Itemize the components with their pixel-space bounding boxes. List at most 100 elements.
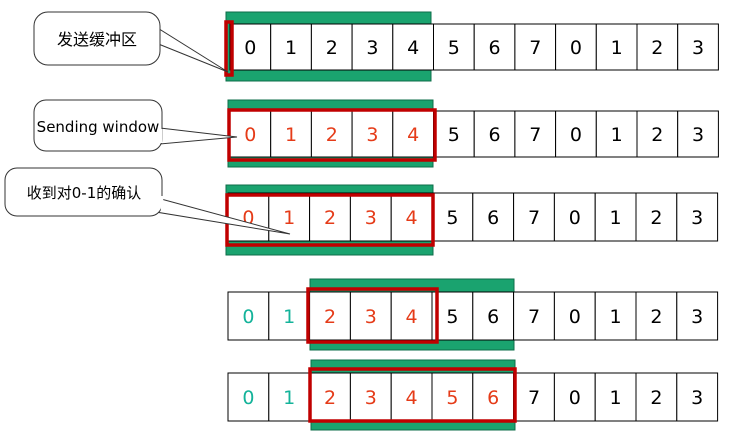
sequence-number: 4 xyxy=(406,306,418,328)
callout-window-label: Sending window xyxy=(37,118,160,136)
sequence-cell xyxy=(677,110,719,158)
sequence-cell xyxy=(229,23,272,71)
sequence-cell xyxy=(553,372,596,422)
sequence-number: 1 xyxy=(285,37,297,59)
sequence-number: 6 xyxy=(487,306,499,328)
sequence-number: 2 xyxy=(326,124,338,146)
callout-window-pointer xyxy=(159,127,238,145)
sequence-cell xyxy=(472,291,515,341)
sequence-number: 1 xyxy=(285,124,297,146)
sequence-cell xyxy=(513,192,555,242)
sequence-number: 6 xyxy=(489,124,501,146)
sequence-number: 4 xyxy=(407,37,419,59)
callout-buffer-label: 发送缓冲区 xyxy=(57,30,137,49)
sequence-cell xyxy=(433,23,475,71)
callout-window-box xyxy=(33,99,163,152)
sequence-cell xyxy=(227,372,270,422)
sequence-cell xyxy=(390,372,433,422)
sequence-cell xyxy=(513,372,555,422)
sequence-cell xyxy=(431,291,474,341)
sequence-number: 0 xyxy=(242,387,254,409)
sending-window-frame xyxy=(306,287,439,344)
sequence-cell xyxy=(431,192,474,242)
sequence-number: 5 xyxy=(446,306,458,328)
sequence-number: 2 xyxy=(324,387,336,409)
sequence-number: 4 xyxy=(407,124,419,146)
sequence-cell xyxy=(513,291,555,341)
sequence-number: 3 xyxy=(365,306,377,328)
sequence-number: 1 xyxy=(283,306,295,328)
sequence-cell xyxy=(676,192,719,242)
sequence-cell xyxy=(472,192,515,242)
sequence-number: 7 xyxy=(528,207,540,229)
sequence-cell xyxy=(473,110,516,158)
sequence-number: 5 xyxy=(448,37,460,59)
sequence-cell xyxy=(227,291,270,341)
sequence-number: 6 xyxy=(487,207,499,229)
sequence-number: 7 xyxy=(529,124,541,146)
callout-buffer-pointer xyxy=(150,26,229,73)
sequence-number: 2 xyxy=(324,207,336,229)
sequence-cell xyxy=(594,372,637,422)
sequence-number: 3 xyxy=(691,387,703,409)
sequence-number: 1 xyxy=(610,387,622,409)
sequence-number: 1 xyxy=(610,207,622,229)
sending-window-frame xyxy=(308,367,517,423)
sequence-number: 7 xyxy=(529,37,541,59)
sequence-cell xyxy=(555,110,597,158)
sequence-number: 0 xyxy=(242,306,254,328)
callout-ack-label: 收到对0-1的确认 xyxy=(27,184,142,202)
sequence-number: 6 xyxy=(487,387,499,409)
sequence-number: 3 xyxy=(365,207,377,229)
sequence-number: 0 xyxy=(570,37,582,59)
sequence-number: 3 xyxy=(366,124,378,146)
sending-window-frame xyxy=(224,20,234,77)
sequence-number: 0 xyxy=(570,124,582,146)
sequence-number: 0 xyxy=(569,387,581,409)
sequence-cell xyxy=(676,291,719,341)
sequence-cell xyxy=(594,291,637,341)
sequence-cell xyxy=(677,23,719,71)
sequence-cell xyxy=(351,110,394,158)
sequence-number: 3 xyxy=(692,124,704,146)
sequence-cell xyxy=(555,23,597,71)
sequence-number: 1 xyxy=(283,387,295,409)
sequence-cell xyxy=(594,192,637,242)
callout-buffer-box xyxy=(33,11,161,66)
sequence-number: 4 xyxy=(406,387,418,409)
sequence-number: 1 xyxy=(610,306,622,328)
sequence-cell xyxy=(392,23,434,71)
sequence-number: 2 xyxy=(326,37,338,59)
sequence-cell xyxy=(473,23,516,71)
sequence-cell xyxy=(676,372,719,422)
sequence-cell xyxy=(309,372,351,422)
sequence-number: 3 xyxy=(691,207,703,229)
sequence-number: 0 xyxy=(244,124,256,146)
sequence-cell xyxy=(392,110,434,158)
sequence-number: 5 xyxy=(446,387,458,409)
sequence-number: 1 xyxy=(611,124,623,146)
sequence-cell xyxy=(351,23,394,71)
sequence-cell xyxy=(433,110,475,158)
sequence-cell xyxy=(270,23,312,71)
sequence-number: 1 xyxy=(283,207,295,229)
sequence-cell xyxy=(229,110,272,158)
sequence-number: 5 xyxy=(446,207,458,229)
sequence-cell xyxy=(431,372,474,422)
sequence-number: 4 xyxy=(406,207,418,229)
sequence-cell xyxy=(635,192,678,242)
sequence-cell xyxy=(514,23,557,71)
sequence-cell xyxy=(309,192,351,242)
sequence-number: 5 xyxy=(448,124,460,146)
sequence-number: 2 xyxy=(650,207,662,229)
sequence-number: 3 xyxy=(366,37,378,59)
sequence-number: 2 xyxy=(650,306,662,328)
sequence-number: 3 xyxy=(365,387,377,409)
sequence-cell xyxy=(472,372,515,422)
sequence-number: 7 xyxy=(528,306,540,328)
